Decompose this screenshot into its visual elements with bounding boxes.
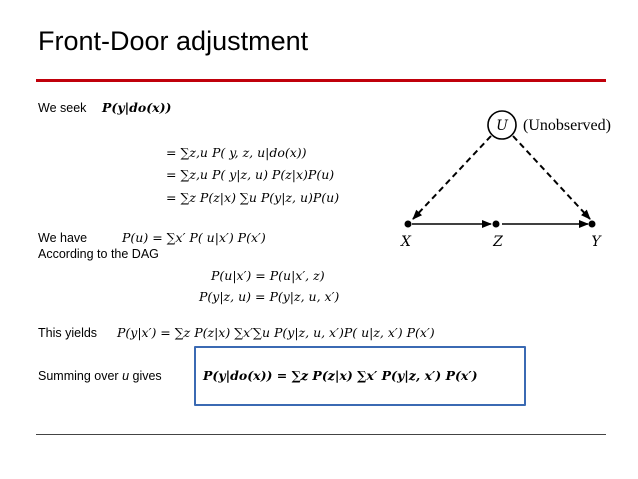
dag-line-2: P(y|z, u) = P(y|z, u, x′) (199, 289, 340, 304)
node-y-dot (588, 220, 596, 228)
derivation-line-3: = ∑z P(z|x) ∑u P(y|z, u)P(u) (166, 190, 340, 205)
seek-expression: P(y|do(x)) (102, 100, 172, 115)
dag-line-1: P(u|x′) = P(u|x′, z) (211, 268, 325, 283)
causal-dag: U (Unobserved) X Z Y (400, 110, 611, 250)
node-x-dot (404, 220, 412, 228)
yields-label: This yields (38, 326, 98, 340)
summing-label-pre: Summing over (38, 369, 123, 383)
title-underline (36, 79, 606, 82)
dag-label: According to the DAG (38, 247, 159, 261)
unobserved-label: (Unobserved) (523, 117, 611, 134)
summing-label: Summing over u gives (38, 369, 162, 383)
edge-u-y (512, 135, 591, 220)
result-box (194, 346, 526, 406)
node-u-circle (487, 110, 517, 140)
node-z-dot (492, 220, 500, 228)
bottom-rule (36, 434, 606, 435)
node-z-label: Z (492, 234, 503, 250)
node-u-label: U (496, 118, 509, 134)
edge-u-x (412, 135, 492, 220)
have-expression: P(u) = ∑x′ P( u|x′) P(x′) (122, 230, 266, 245)
have-label: We have (38, 231, 88, 245)
node-y-label: Y (591, 234, 602, 250)
summing-label-post: gives (129, 369, 162, 383)
seek-label: We seek (38, 101, 87, 115)
derivation-line-1: = ∑z,u P( y, z, u|do(x)) (166, 145, 307, 160)
node-x-label: X (400, 234, 412, 250)
yields-expression: P(y|x′) = ∑z P(z|x) ∑x′∑u P(y|z, u, x′)P… (117, 325, 435, 340)
derivation-line-2: = ∑z,u P( y|z, u) P(z|x)P(u) (166, 167, 335, 182)
summing-label-var: u (122, 369, 130, 383)
result-expression: P(y|do(x)) = ∑z P(z|x) ∑x′ P(y|z, x′) P(… (203, 368, 478, 383)
slide-title: Front-Door adjustment (38, 26, 309, 56)
